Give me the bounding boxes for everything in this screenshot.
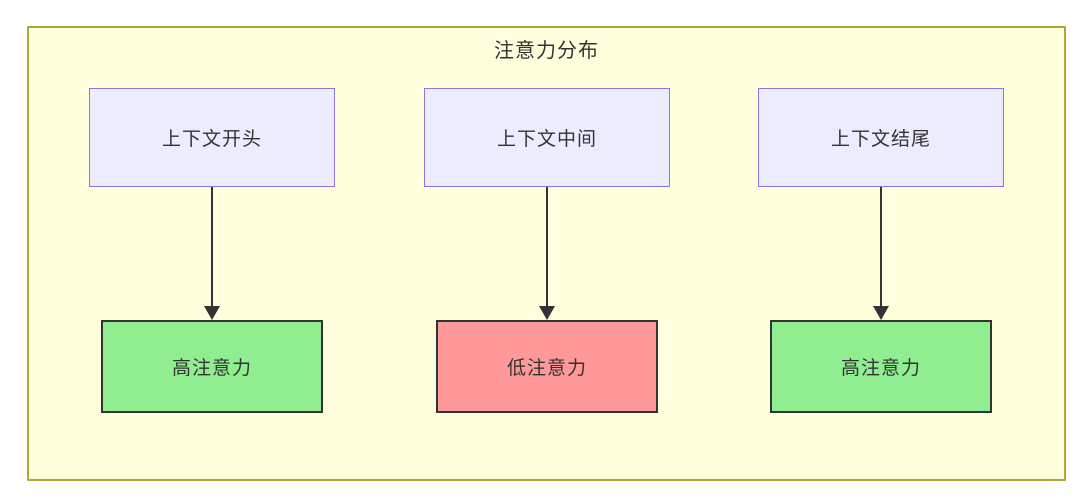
node-high-attention-start: 高注意力 bbox=[101, 320, 323, 413]
node-high-attention-end: 高注意力 bbox=[770, 320, 992, 413]
arrowhead-down-icon bbox=[539, 306, 555, 320]
arrow-shaft bbox=[880, 187, 882, 307]
node-context-middle: 上下文中间 bbox=[424, 88, 670, 187]
node-context-start: 上下文开头 bbox=[89, 88, 335, 187]
arrowhead-down-icon bbox=[204, 306, 220, 320]
arrowhead-down-icon bbox=[873, 306, 889, 320]
node-low-attention-middle: 低注意力 bbox=[436, 320, 658, 413]
node-context-end: 上下文结尾 bbox=[758, 88, 1004, 187]
arrow-shaft bbox=[211, 187, 213, 307]
arrow-shaft bbox=[546, 187, 548, 307]
diagram-title: 注意力分布 bbox=[494, 40, 599, 62]
